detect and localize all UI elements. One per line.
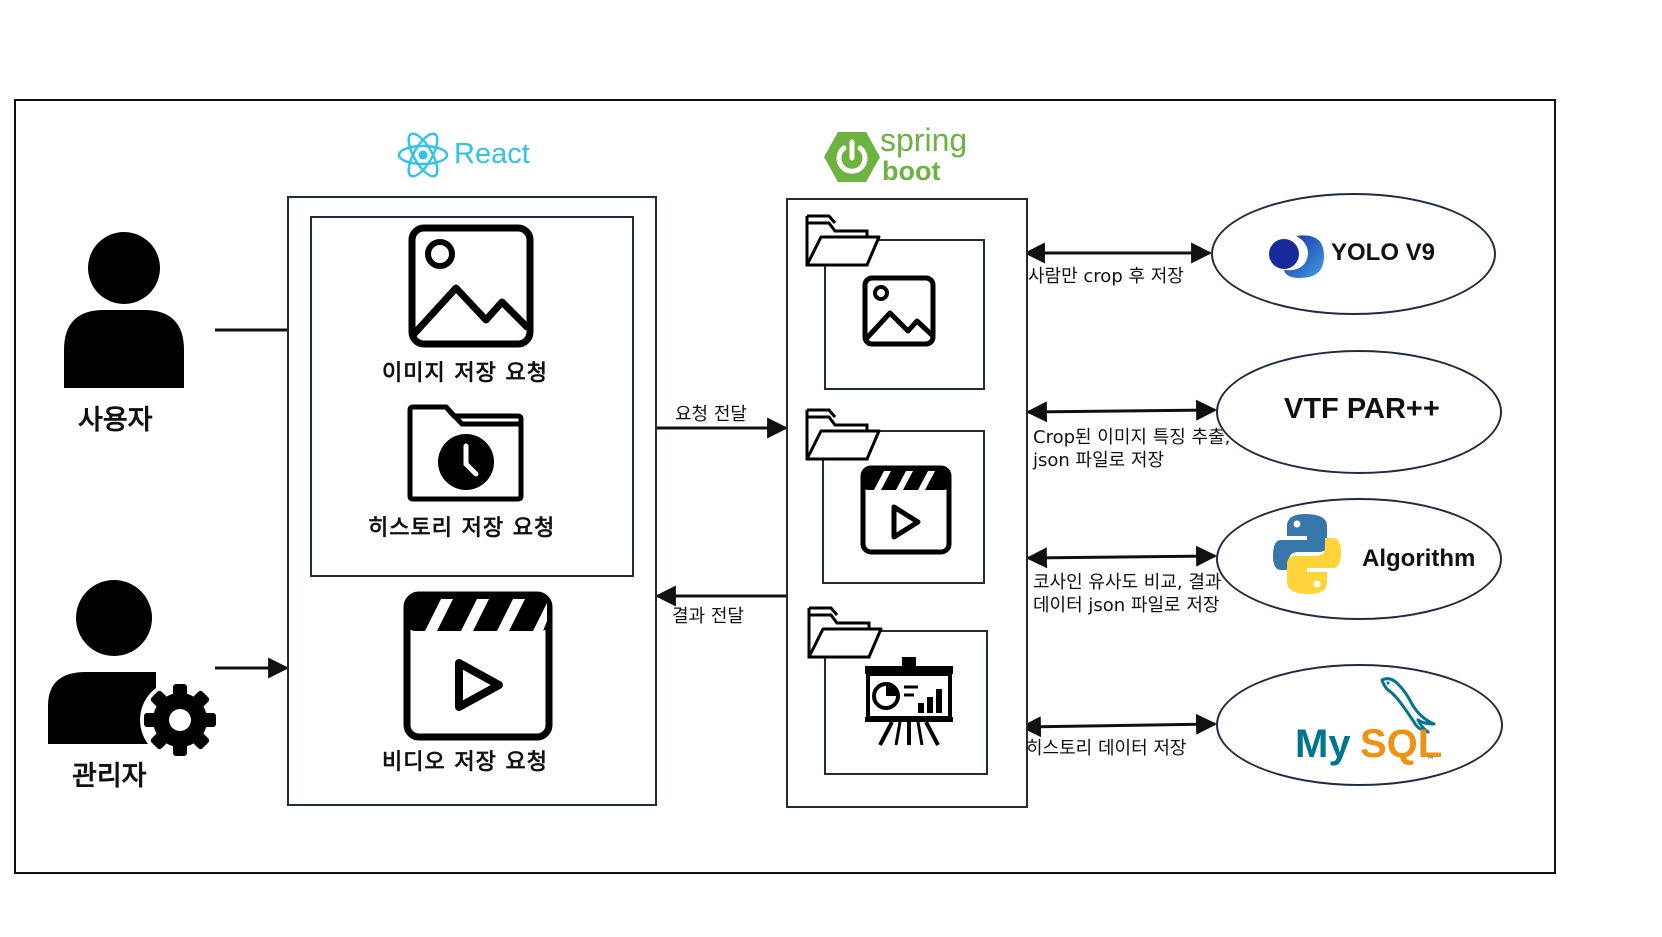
open-folder-icon <box>805 214 881 267</box>
arrow-par <box>1025 399 1218 423</box>
admin-label: 관리자 <box>72 761 147 792</box>
result-forward-label: 결과 전달 <box>672 606 744 627</box>
image-icon <box>408 224 534 348</box>
arrow-algorithm <box>1025 545 1218 569</box>
folder-clock-icon <box>407 404 524 502</box>
arrow-mysql <box>1019 713 1218 738</box>
open-folder-icon <box>807 606 883 659</box>
spring-logo-top: spring <box>880 122 968 158</box>
par-note-line2: json 파일로 저장 <box>1033 450 1165 471</box>
algorithm-label: Algorithm <box>1362 545 1476 572</box>
par-node <box>1216 350 1502 474</box>
clapperboard-icon <box>403 591 553 741</box>
algorithm-node <box>1216 498 1502 620</box>
react-logo-text: React <box>454 138 530 170</box>
par-label: VTF PAR++ <box>1284 393 1440 425</box>
algorithm-note-line2: 데이터 json 파일로 저장 <box>1033 595 1220 616</box>
person-icon <box>64 232 184 388</box>
admin-gear-icon <box>140 680 216 760</box>
history-request-label: 히스토리 저장 요청 <box>368 516 556 541</box>
mysql-note: 히스토리 데이터 저장 <box>1026 738 1187 759</box>
react-request-panel <box>310 216 634 577</box>
yolo-node <box>1211 193 1496 315</box>
stored-image-icon <box>862 275 936 347</box>
user-label: 사용자 <box>78 405 153 436</box>
yolo-note: 사람만 crop 후 저장 <box>1028 266 1184 287</box>
request-forward-label: 요청 전달 <box>675 404 747 425</box>
stored-video-icon <box>860 465 952 555</box>
admin-person-icon <box>48 580 216 760</box>
open-folder-icon <box>805 408 881 461</box>
mysql-label-sql: SQL <box>1360 722 1443 766</box>
yolo-label: YOLO V9 <box>1331 239 1436 266</box>
python-logo-icon <box>1273 514 1341 594</box>
dolphin-icon <box>1380 677 1436 734</box>
image-request-label: 이미지 저장 요청 <box>382 361 548 386</box>
spring-power-icon <box>824 132 880 182</box>
mysql-label-my: My <box>1295 722 1351 766</box>
video-request-label: 비디오 저장 요청 <box>382 750 548 775</box>
algorithm-note-line1: 코사인 유사도 비교, 결과 <box>1033 572 1222 593</box>
yolo-logo-icon <box>1269 235 1324 278</box>
mysql-node <box>1216 664 1503 786</box>
par-note-line1: Crop된 이미지 특징 추출, <box>1033 427 1231 448</box>
mysql-trademark: ™ <box>1426 756 1435 766</box>
presentation-chart-icon <box>865 657 953 746</box>
react-logo-icon <box>397 132 449 178</box>
spring-logo-bottom: boot <box>882 156 941 186</box>
